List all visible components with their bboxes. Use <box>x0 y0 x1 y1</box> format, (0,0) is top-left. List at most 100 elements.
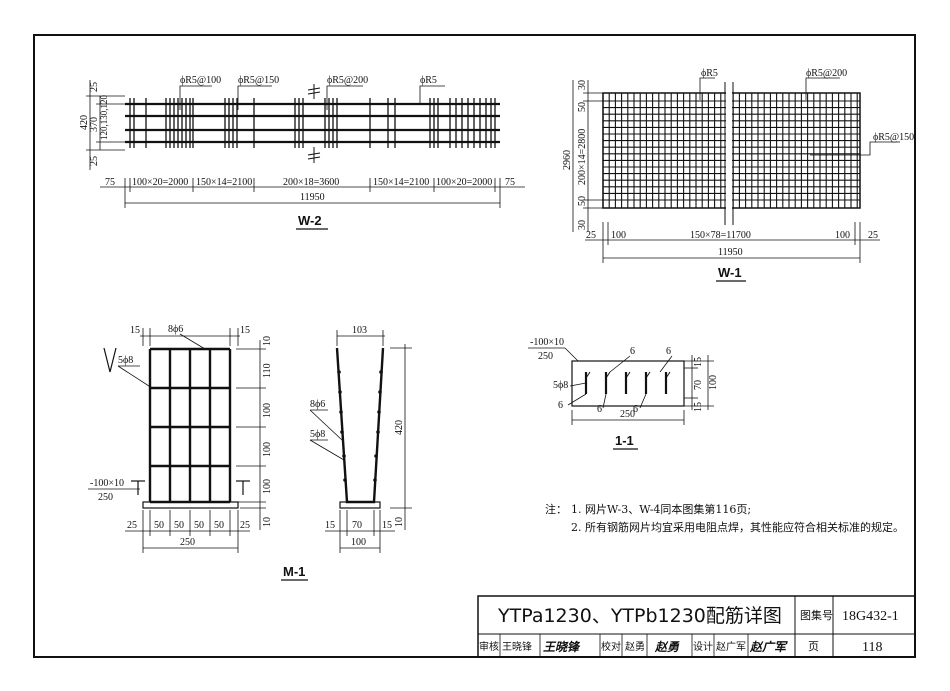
m1-right-dim-110: 110 <box>262 363 273 378</box>
w1-dim-50-bottom: 50 <box>577 196 588 206</box>
w2-dim-25-bottom: 25 <box>89 156 100 166</box>
review-label: 审核 <box>479 640 499 653</box>
m1-right-dim-10-top: 10 <box>262 336 273 346</box>
w1-span-0: 25 <box>586 230 596 241</box>
w2-dim-370: 370 <box>89 117 100 132</box>
design-label: 设计 <box>693 640 713 653</box>
atlas-label: 图集号 <box>800 608 833 622</box>
w2-span-1: 100×20=2000 <box>132 177 188 188</box>
m1-right-dim-10-bottom: 10 <box>262 517 273 527</box>
w1-bar-label-1: ϕR5@200 <box>806 68 847 79</box>
w1-dim-2960: 2960 <box>562 150 573 170</box>
atlas-no: 18G432-1 <box>842 609 899 624</box>
check-label: 校对 <box>601 640 621 653</box>
m1-side-bottom-1: 70 <box>352 520 362 531</box>
w2-bar-label-3: ϕR5@200 <box>327 75 368 86</box>
w2-total: 11950 <box>300 192 325 203</box>
page-label: 页 <box>808 640 819 653</box>
s11-dim-100: 100 <box>708 375 719 390</box>
s11-weld-3: 6 <box>558 400 563 411</box>
review-name: 王晓锋 <box>502 640 532 653</box>
m1-bottom-dim-3: 50 <box>194 520 204 531</box>
w1-bar-label-2: ϕR5@150 <box>873 132 914 143</box>
s11-bar: 5ϕ8 <box>553 380 568 391</box>
w1-dim-50-top: 50 <box>577 102 588 112</box>
w2-bar-label-2: ϕR5@150 <box>238 75 279 86</box>
m1-side-view: 103 8ϕ6 5ϕ8 420 10 15 70 15 100 <box>309 325 412 553</box>
w2-label: W-2 <box>298 213 322 228</box>
w2-bar-label-1: ϕR5@100 <box>180 75 221 86</box>
m1-side-bar-5d8: 5ϕ8 <box>310 429 325 440</box>
m1-top-dim-15-right: 15 <box>240 325 250 336</box>
drawing-title: YTPa1230、YTPb1230配筋详图 <box>497 605 782 627</box>
notes-line-2: 2. 所有钢筋网片均宜采用电阻点焊，其性能应符合相关标准的规定。 <box>571 520 904 534</box>
m1-top-bar-8d6: 8ϕ6 <box>168 324 183 335</box>
m1-right-dim-100-b: 100 <box>262 442 273 457</box>
s11-plate: -100×10 <box>530 337 564 348</box>
s11-dim-15-top: 15 <box>693 357 704 367</box>
w2-span-2: 150×14=2100 <box>196 177 252 188</box>
s11-weld-1: 6 <box>630 346 635 357</box>
review-signature: 王晓锋 <box>543 640 581 654</box>
m1-plate: -100×10 <box>90 478 124 489</box>
m1-side-total: 100 <box>351 537 366 548</box>
w2-bar-label-4: ϕR5 <box>420 75 437 86</box>
title-block: YTPa1230、YTPb1230配筋详图 图集号 18G432-1 页 118… <box>477 595 916 658</box>
m1-bottom-dim-0: 25 <box>127 520 137 531</box>
w1-span-3: 100 <box>835 230 850 241</box>
w2-span-6: 75 <box>505 177 515 188</box>
m1-side-bottom-0: 15 <box>325 520 335 531</box>
check-name: 赵勇 <box>625 640 645 653</box>
w1-span-1: 100 <box>611 230 626 241</box>
w1-dim-30-bottom: 30 <box>577 220 588 230</box>
m1-bottom-dim-5: 25 <box>240 520 250 531</box>
m1-plate-len: 250 <box>98 492 113 503</box>
w2-dim-120-130-120: 120,130,120 <box>99 95 109 141</box>
s11-weld-4: 6 <box>597 404 602 415</box>
m1-top-dim-15-left: 15 <box>130 325 140 336</box>
m1-right-dim-100-c: 100 <box>262 479 273 494</box>
w1-span-2: 150×78=11700 <box>690 230 751 241</box>
m1-label: M-1 <box>283 564 305 579</box>
notes: 注： 1. 网片W-3、W-4同本图集第116页; 2. 所有钢筋网片均宜采用电… <box>545 502 904 534</box>
w1-span-4: 25 <box>868 230 878 241</box>
w1-total: 11950 <box>718 247 743 258</box>
design-signature: 赵广军 <box>749 640 788 654</box>
w1-dim-2800: 200×14=2800 <box>577 129 588 185</box>
notes-prefix: 注： <box>545 502 567 516</box>
m1-front-view: 15 8ϕ6 15 5ϕ8 -100×10 250 10 110 100 100 <box>88 324 273 553</box>
s11-label: 1-1 <box>615 433 634 448</box>
m1-side-right-10: 10 <box>394 517 405 527</box>
m1-right-dim-100-a: 100 <box>262 403 273 418</box>
s11-weld-2: 6 <box>666 346 671 357</box>
m1-side-height: 420 <box>394 420 405 435</box>
s11-width: 250 <box>620 409 635 420</box>
w2-dim-25-top: 25 <box>89 82 100 92</box>
m1-bottom-total: 250 <box>180 537 195 548</box>
w2-mesh-view: ϕR5@100 ϕR5@150 ϕR5@200 ϕR5 25 420 370 1… <box>79 75 525 230</box>
s11-dim-15-bottom: 15 <box>693 402 704 412</box>
s11-dim-70: 70 <box>693 380 704 390</box>
m1-bottom-dim-2: 50 <box>174 520 184 531</box>
sheet-border <box>33 34 916 658</box>
w1-bar-label-0: ϕR5 <box>701 68 718 79</box>
w2-span-0: 75 <box>105 177 115 188</box>
notes-line-1: 1. 网片W-3、W-4同本图集第116页; <box>571 502 751 516</box>
page-no: 118 <box>862 640 882 655</box>
check-signature: 赵勇 <box>654 640 680 654</box>
m1-left-bar-5d8: 5ϕ8 <box>118 355 133 366</box>
w2-dim-420: 420 <box>79 115 90 130</box>
section-1-1: -100×10 250 6 6 5ϕ8 6 6 6 15 70 15 100 2… <box>528 337 719 450</box>
s11-plate-len: 250 <box>538 351 553 362</box>
w1-dim-30-top: 30 <box>577 80 588 90</box>
w2-span-5: 100×20=2000 <box>436 177 492 188</box>
m1-side-top: 103 <box>352 325 367 336</box>
s11-weld-5: 6 <box>633 404 638 415</box>
design-name: 赵广军 <box>716 640 746 653</box>
m1-bottom-dim-4: 50 <box>214 520 224 531</box>
m1-side-bottom-2: 15 <box>382 520 392 531</box>
m1-bottom-dim-1: 50 <box>154 520 164 531</box>
m1-side-bar-8d6: 8ϕ6 <box>310 399 325 410</box>
w2-span-3: 200×18=3600 <box>283 177 339 188</box>
